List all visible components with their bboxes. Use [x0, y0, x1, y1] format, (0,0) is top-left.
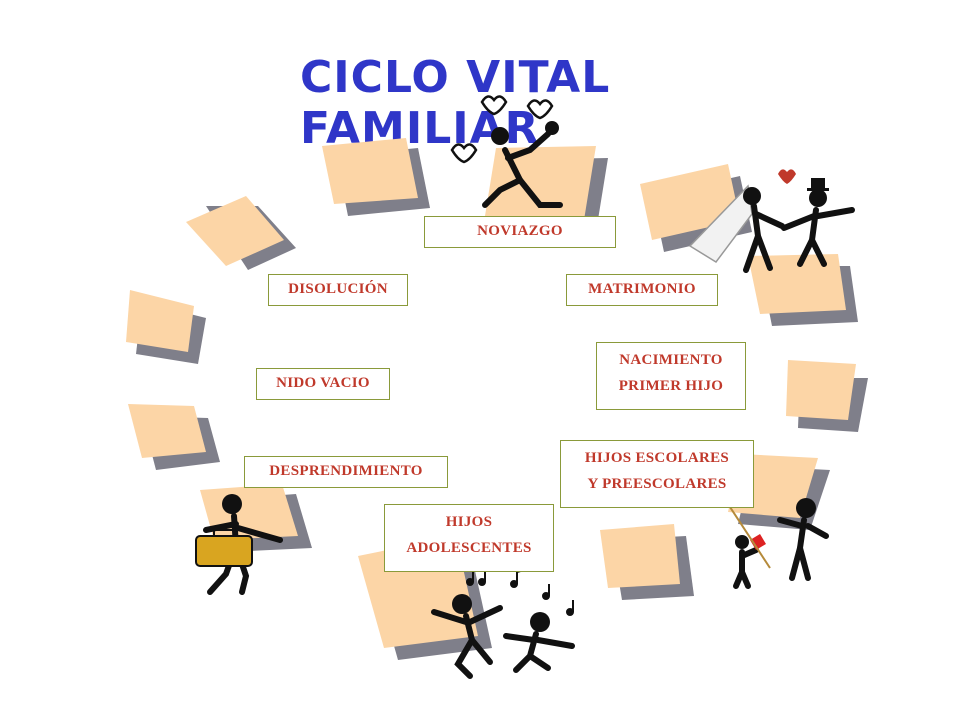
stage-disolucion-label: DISOLUCIÓN [288, 281, 388, 297]
couple-proposal-icon [482, 121, 563, 208]
heart-icon [450, 95, 554, 164]
stage-nido-vacio: NIDO VACIO [256, 368, 390, 400]
stage-adolescentes: HIJOS ADOLESCENTES [384, 504, 554, 572]
card-bottom-right [600, 524, 694, 600]
stage-disolucion: DISOLUCIÓN [268, 274, 408, 306]
parent-child-icon [727, 498, 829, 589]
stage-desprendimiento: DESPRENDIMIENTO [244, 456, 448, 488]
stage-adolescentes-line2: ADOLESCENTES [406, 540, 532, 556]
card-disolucion [186, 196, 296, 270]
dancing-teens-icon [431, 594, 575, 679]
stage-nacimiento-line2: PRIMER HIJO [618, 378, 724, 394]
stage-escolares-line1: HIJOS ESCOLARES [584, 450, 730, 466]
stage-matrimonio: MATRIMONIO [566, 274, 718, 306]
card-left-lower [128, 404, 220, 470]
stage-escolares: HIJOS ESCOLARES Y PREESCOLARES [560, 440, 754, 508]
person-with-suitcase-icon [195, 494, 283, 595]
stage-noviazgo-label: NOVIAZGO [477, 223, 563, 239]
stage-adolescentes-line1: HIJOS [445, 514, 493, 530]
music-note-icon [466, 569, 574, 616]
stage-nacimiento-line1: NACIMIENTO [619, 352, 723, 368]
card-nacimiento [786, 360, 868, 432]
wedding-couple-icon [688, 169, 855, 273]
card-top-left [322, 138, 430, 216]
stage-escolares-line2: Y PREESCOLARES [587, 476, 727, 492]
stage-noviazgo: NOVIAZGO [424, 216, 616, 248]
stage-nacimiento: NACIMIENTO PRIMER HIJO [596, 342, 746, 410]
stage-desprendimiento-label: DESPRENDIMIENTO [269, 463, 423, 479]
stage-nido-vacio-label: NIDO VACIO [276, 375, 370, 391]
stage-matrimonio-label: MATRIMONIO [588, 281, 696, 297]
card-nido [126, 290, 206, 364]
